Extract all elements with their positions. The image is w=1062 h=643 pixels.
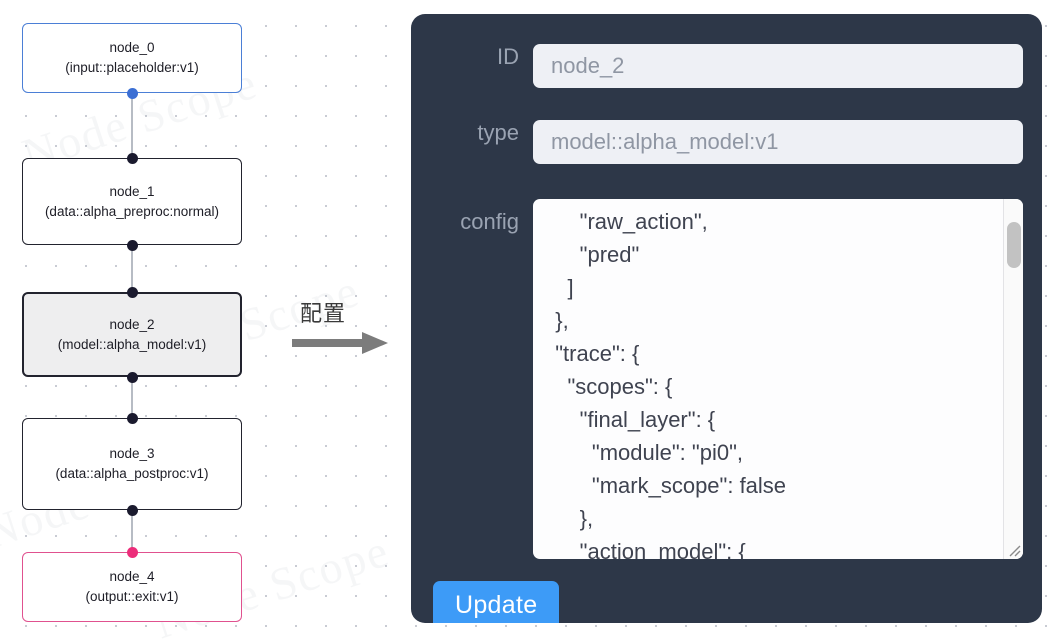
- node-title: node_4: [109, 569, 155, 584]
- config-scrollbar[interactable]: [1003, 199, 1023, 559]
- graph-node-node_3[interactable]: node_3 (data::alpha_postproc:v1): [22, 418, 242, 510]
- config-textarea-wrapper: [533, 199, 1023, 559]
- node-subtitle: (model::alpha_model:v1): [57, 336, 207, 352]
- node-inspector-panel: ID type config: [411, 14, 1042, 623]
- type-input[interactable]: [533, 120, 1023, 164]
- type-field-label: type: [477, 120, 519, 145]
- field-row-id: ID: [425, 44, 1023, 88]
- config-textarea[interactable]: [533, 199, 1003, 559]
- inspector-canvas: ID type config: [400, 0, 1062, 643]
- node-handle-source-node_2[interactable]: [126, 371, 138, 383]
- update-button[interactable]: Update: [433, 581, 560, 623]
- node-handle-target-node_2[interactable]: [126, 286, 138, 298]
- edge-node2-node3: [131, 377, 133, 418]
- node-title: node_0: [109, 40, 155, 55]
- field-row-config: config: [425, 199, 1023, 559]
- node-subtitle: (output::exit:v1): [85, 589, 179, 604]
- node-handle-target-node_4[interactable]: [126, 546, 138, 558]
- node-handle-source-node_0[interactable]: [126, 87, 138, 99]
- graph-node-node_1[interactable]: node_1 (data::alpha_preproc:normal): [22, 158, 242, 245]
- node-subtitle: (input::placeholder:v1): [65, 60, 199, 75]
- arrow-right-icon: [292, 332, 388, 354]
- annotation-configure: 配置: [292, 296, 400, 366]
- config-field-label: config: [460, 209, 519, 234]
- node-handle-target-node_3[interactable]: [126, 412, 138, 424]
- edge-node0-node1: [131, 93, 133, 158]
- field-row-type: type: [425, 120, 1023, 164]
- id-field-label: ID: [497, 44, 519, 69]
- node-subtitle: (data::alpha_preproc:normal): [44, 203, 220, 219]
- graph-canvas[interactable]: Node Scope Node Scope Node Scope Node Sc…: [0, 0, 400, 643]
- node-title: node_3: [109, 446, 155, 461]
- node-handle-target-node_1[interactable]: [126, 152, 138, 164]
- annotation-label: 配置: [300, 302, 347, 327]
- node-handle-source-node_3[interactable]: [126, 504, 138, 516]
- node-subtitle: (data::alpha_postproc:v1): [55, 466, 209, 481]
- node-title: node_1: [109, 183, 155, 199]
- config-scrollbar-thumb[interactable]: [1007, 222, 1021, 268]
- graph-node-node_0[interactable]: node_0 (input::placeholder:v1): [22, 23, 242, 93]
- graph-node-node_4[interactable]: node_4 (output::exit:v1): [22, 552, 242, 622]
- edge-node1-node2: [131, 245, 133, 292]
- node-title: node_2: [109, 316, 155, 332]
- graph-node-node_2[interactable]: node_2 (model::alpha_model:v1): [22, 292, 242, 377]
- edge-node3-node4: [131, 510, 133, 552]
- id-input[interactable]: [533, 44, 1023, 88]
- node-handle-source-node_1[interactable]: [126, 239, 138, 251]
